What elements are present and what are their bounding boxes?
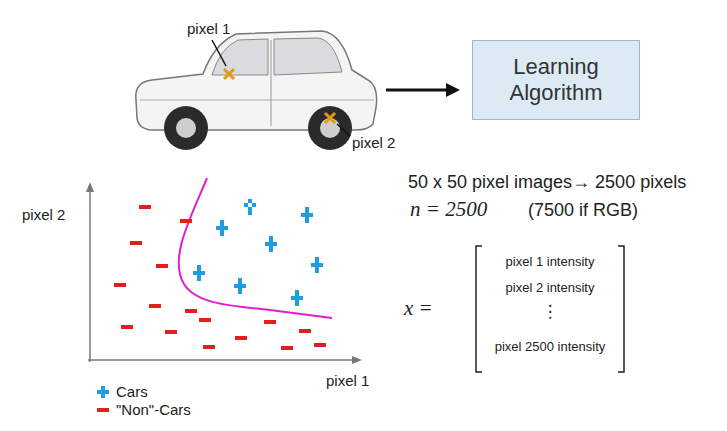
car-trim [140,100,374,101]
arrow-head [446,83,460,97]
process-box: Learning Algorithm [472,40,640,120]
car-picture [136,31,377,150]
car-wheel [164,106,208,150]
car-wheel [308,106,352,150]
vector-bracket [618,246,624,372]
car-hubcap [320,118,340,138]
plus-sample [96,385,110,399]
vector-bracket [476,246,482,372]
car-points [193,199,323,306]
pixel-marker [224,69,234,79]
leader-line [212,40,226,66]
size-note: 50 x 50 pixel images→ 2500 pixels [408,172,686,193]
axis-head [86,182,94,192]
vector-ellipsis: ⋮ [542,302,559,322]
minus-sample [96,403,110,417]
pixel-marker [325,113,335,123]
axis-label: pixel 1 [326,372,369,389]
pixel-label: pixel 2 [352,134,395,151]
pixel-label: pixel 1 [187,20,230,37]
vector-entry: pixel 2 intensity [506,281,595,296]
feature-count: n = 2500 [410,197,487,221]
non-car-points [114,205,326,350]
legend-entry: "Non"-Cars [96,401,191,418]
box-title: Learning Algorithm [473,54,639,107]
axis-head [352,356,362,364]
legend-text: Cars [116,383,148,400]
legend-entry: Cars [96,383,148,400]
flow-arrow [386,89,448,92]
leader-line [337,124,350,136]
y-axis [89,188,91,362]
axis-label: pixel 2 [22,206,65,223]
legend-text: "Non"-Cars [116,401,191,418]
x-axis [88,359,356,361]
rgb-note: (7500 if RGB) [528,200,638,221]
vector-entry: pixel 2500 intensity [495,340,606,355]
car-window [212,39,268,75]
decision-boundary [179,178,332,318]
car-hubcap [176,118,196,138]
vector-name: x = [404,296,433,320]
car-window [274,38,342,75]
car-door-line [271,40,272,126]
vector-entry: pixel 1 intensity [506,255,595,270]
